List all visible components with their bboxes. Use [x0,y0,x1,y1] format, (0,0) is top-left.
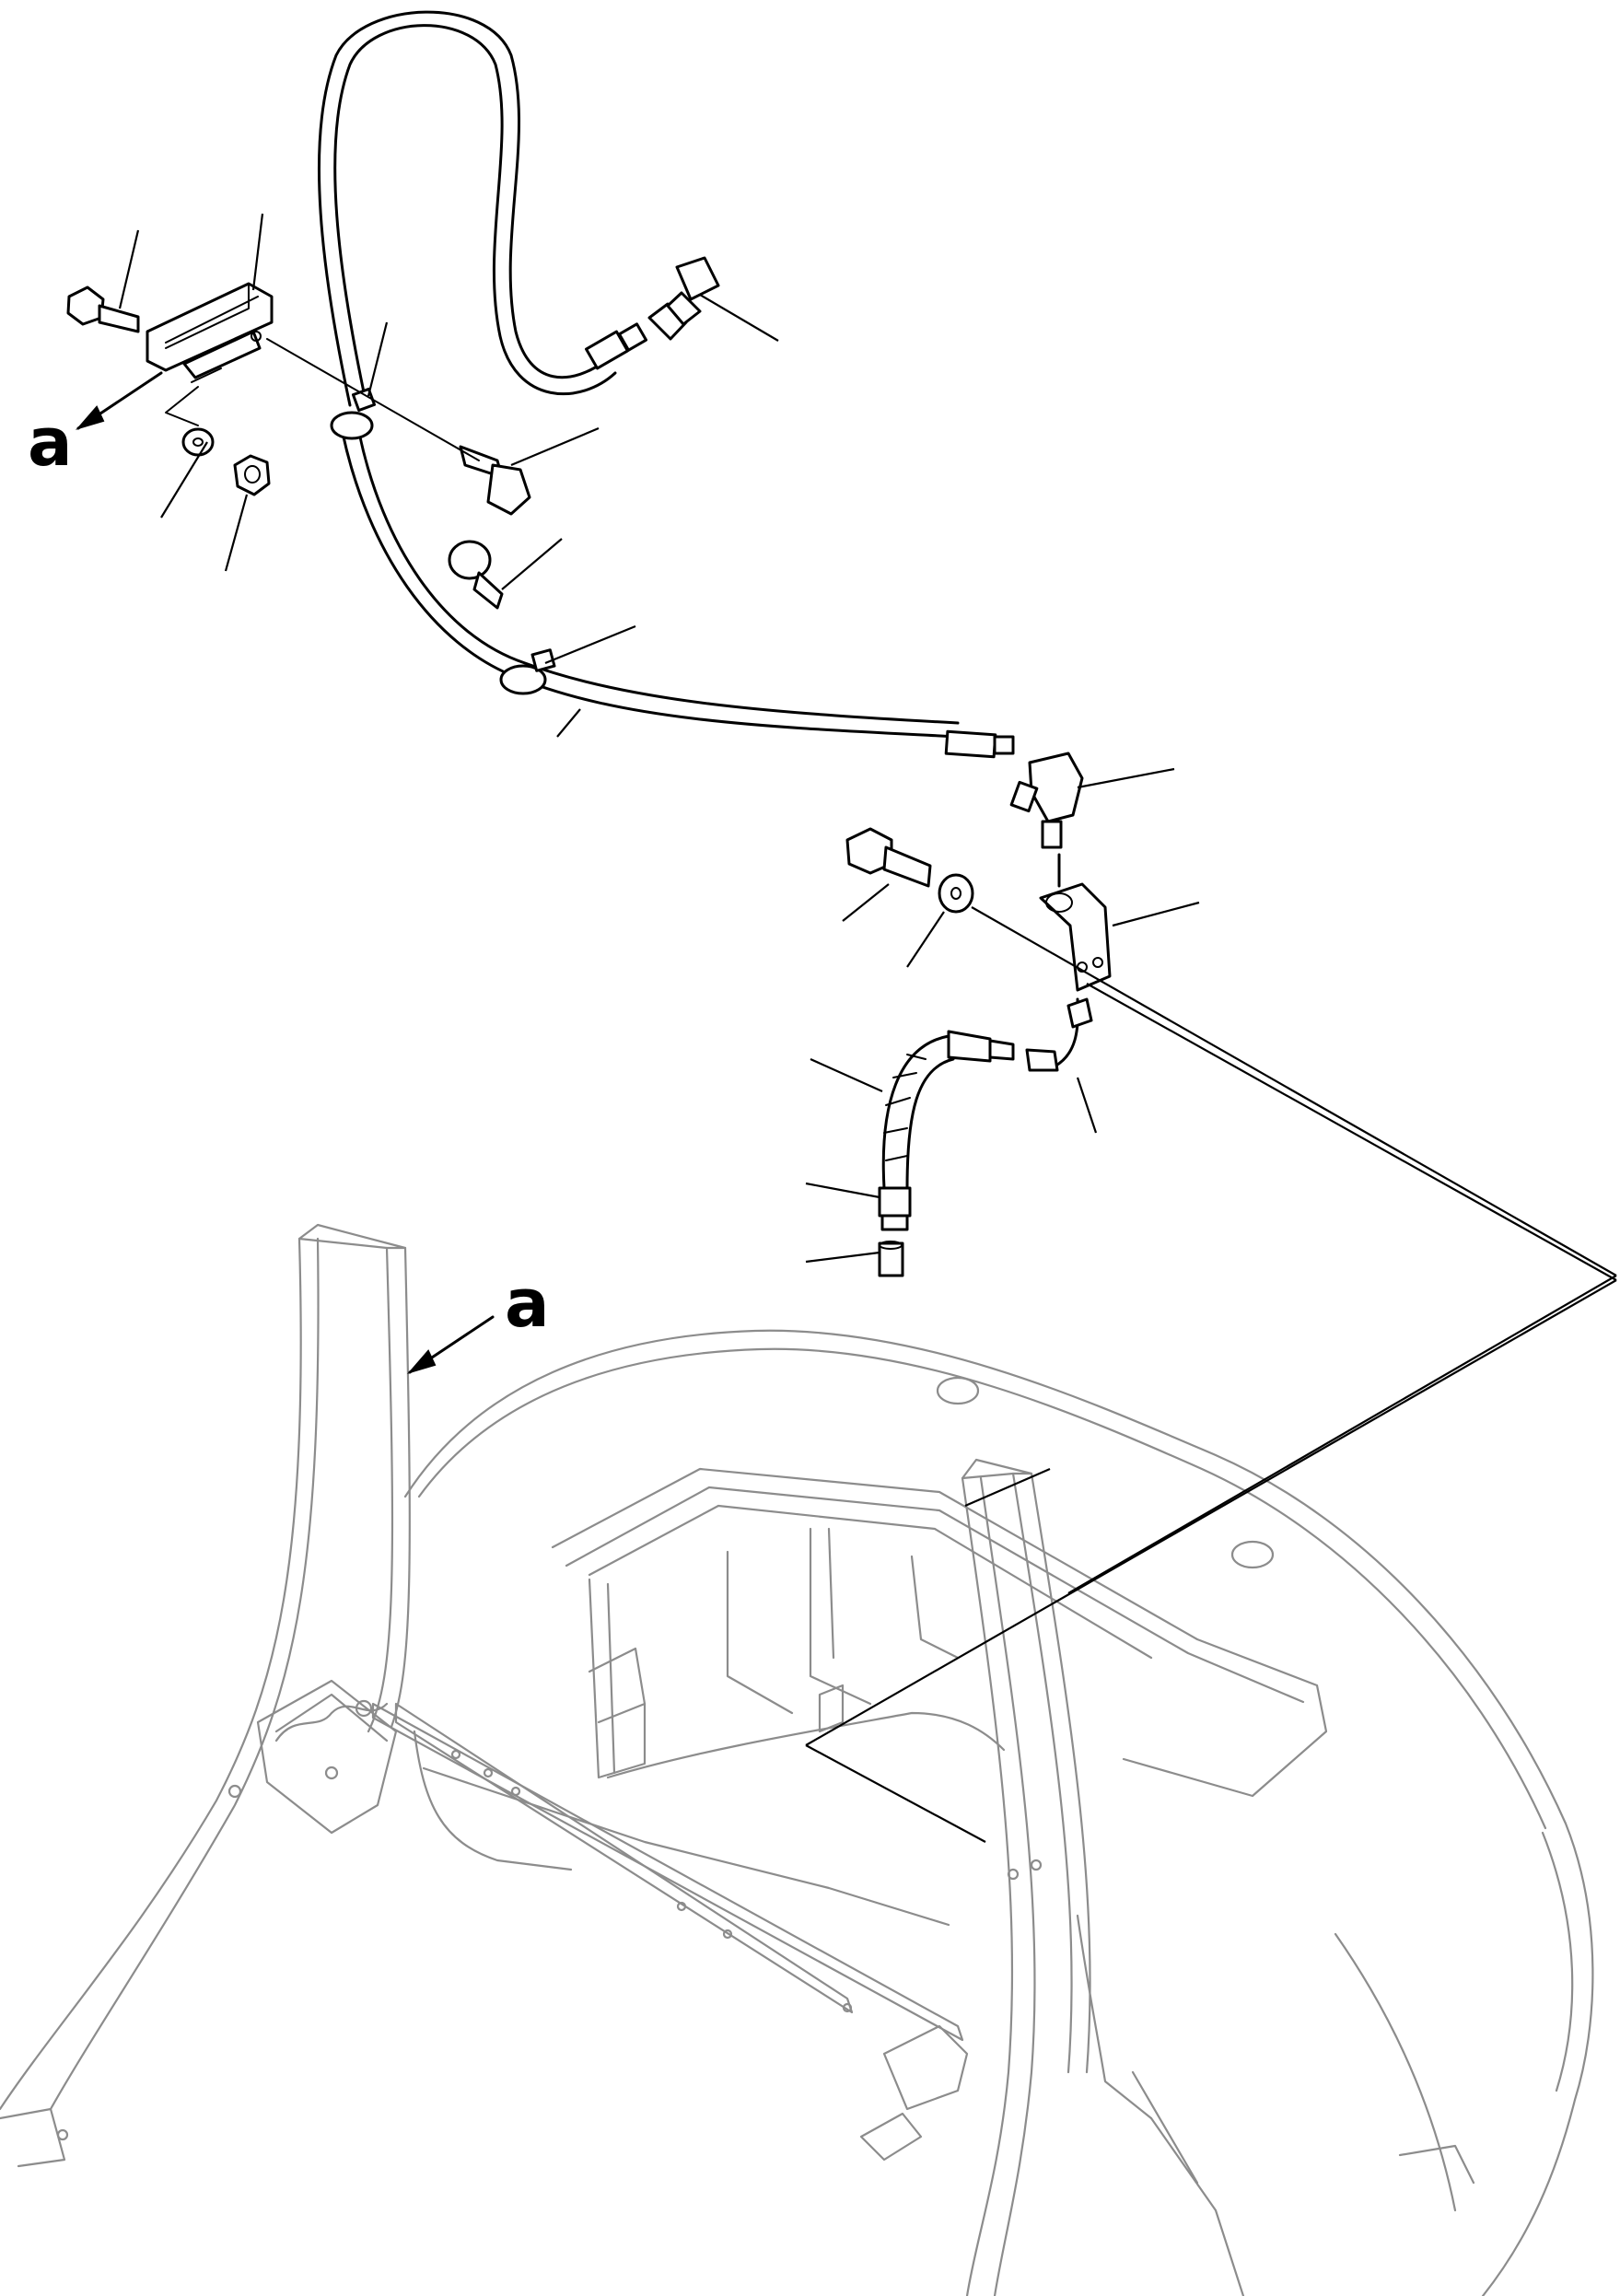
view-a-label-upper: a [28,403,73,481]
short-hose [881,1030,1015,1190]
view-arrow-lower [406,1315,495,1374]
hose-end-fitting [944,729,1015,759]
tee-fitting [1009,752,1084,849]
hose-clamp-lower [499,648,556,695]
hex-nut-upper [233,454,271,496]
long-hydraulic-hose [318,10,960,739]
cab-frame-structure [0,1223,1594,2296]
mounting-bracket-upper [146,282,274,379]
connector-fitting [878,1241,904,1277]
attachment-guide-lines [805,906,1617,1843]
view-a-label-lower: a [505,1265,550,1342]
view-arrow-upper [75,371,163,430]
elbow-adapter-upper [647,256,720,341]
elbow-fitting-mid [1025,1048,1059,1072]
hex-bolt-large [845,827,932,888]
l-bracket [1039,882,1112,992]
flat-washer-upper [181,427,215,457]
clamp-bolt-middle [459,445,531,516]
flat-washer-large [938,873,974,914]
part-leader-lines [118,213,1200,1264]
clamp-bolt-lower [448,540,504,610]
hose-end-fitting-lower [878,1186,912,1231]
explode-guide-upper [165,338,480,461]
hex-bolt-small [66,286,140,333]
hose-fitting-upper [585,322,648,370]
steel-tube [1053,853,1093,1068]
